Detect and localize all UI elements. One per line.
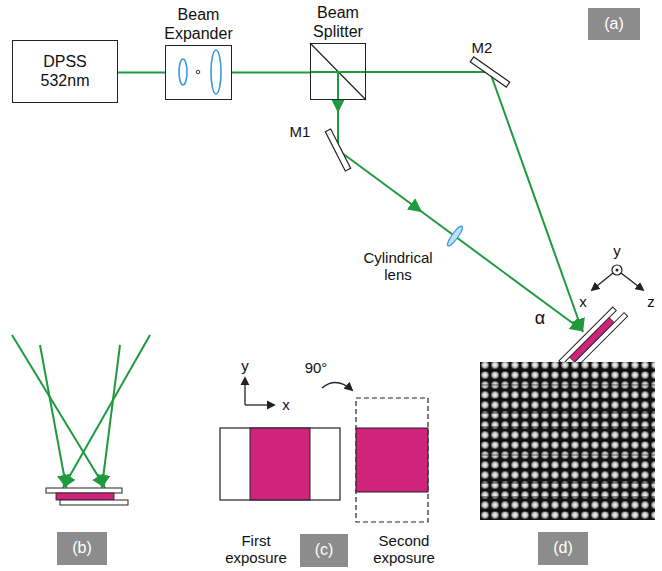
panel-label: (d) [553, 539, 573, 557]
laser-box: DPSS 532nm [12, 40, 118, 103]
panel-label: (b) [72, 539, 92, 557]
axis-label: x [282, 396, 290, 413]
mirror-label: M1 [290, 123, 311, 140]
component-label: Beam Splitter [298, 4, 378, 41]
panel-tag: (d) [538, 532, 588, 565]
rotation-label: 90° [305, 359, 328, 376]
laser-beam [118, 72, 165, 74]
axis-label: x [579, 293, 587, 310]
component-label: DPSS 532nm [33, 53, 97, 90]
panel-tag: (b) [57, 532, 107, 565]
exposure-label: Second exposure [364, 532, 444, 567]
exposure-label: First exposure [217, 532, 295, 567]
panel-label: (a) [604, 15, 624, 33]
panel-tag: (a) [588, 8, 640, 40]
axis-label: y [613, 242, 621, 259]
beam-expander: Beam Expander [165, 45, 232, 100]
mirror-label: M2 [472, 39, 493, 56]
angle-label: α [535, 308, 545, 329]
beam-splitter-cube: Beam Splitter [310, 43, 366, 100]
lens-label: Cylindrical lens [356, 249, 440, 284]
axis-label: z [647, 293, 655, 310]
laser-beam [232, 72, 310, 74]
panel-label: (c) [315, 541, 334, 559]
axis-label: y [241, 357, 249, 374]
panel-tag: (c) [300, 534, 348, 567]
component-label: Beam Expander [159, 6, 239, 43]
